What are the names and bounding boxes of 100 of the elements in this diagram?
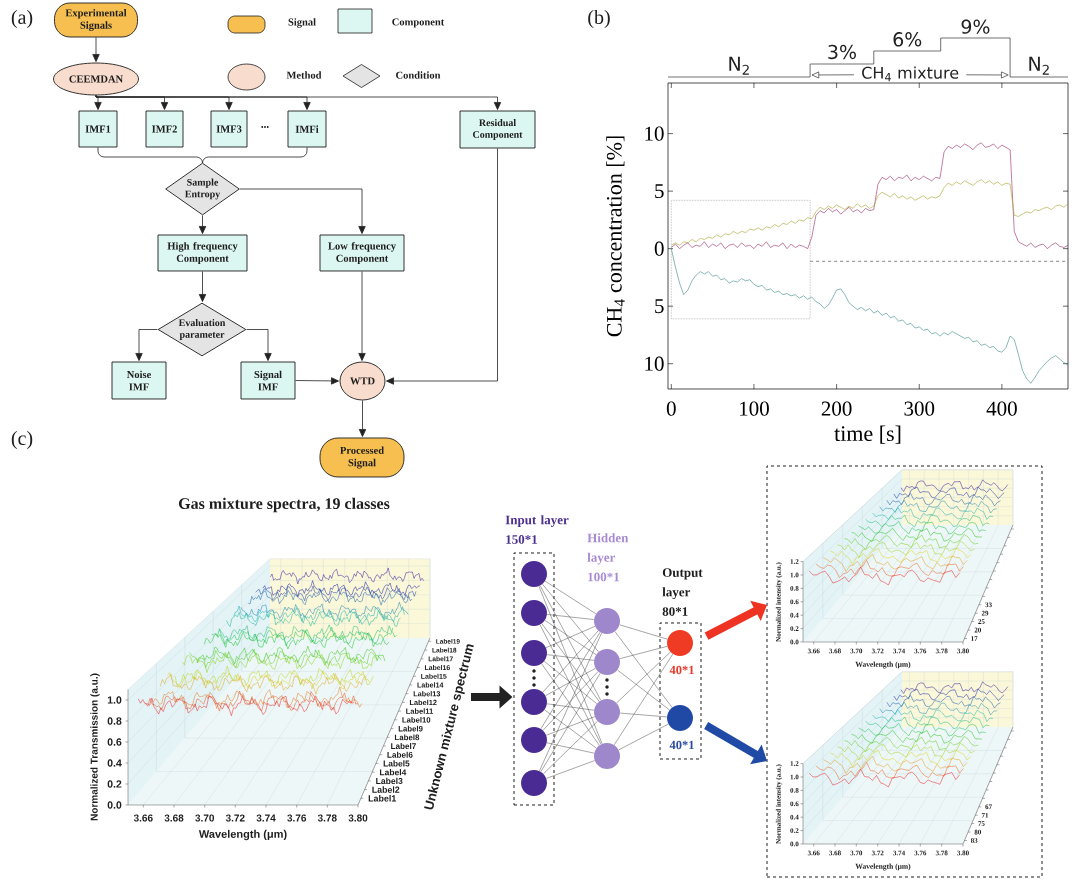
layer-label: Input layer 150*1 [505, 515, 569, 544]
panel-label: (b) [588, 9, 610, 29]
panel-label: (a) [11, 9, 33, 29]
legend-label: Component [392, 18, 445, 28]
tick-label: 0.4 [107, 759, 122, 767]
x-tick-label: 200 [821, 401, 852, 416]
y-axis-title: CH$_{4}$ concentration [%] [606, 136, 625, 337]
arrow [198, 271, 207, 302]
connection-line [619, 712, 668, 718]
terminal-box: Experimental Signals [54, 2, 138, 38]
axis-title: Wavelength (μm) [198, 829, 287, 841]
connection-line [545, 668, 596, 696]
arrow [358, 271, 366, 361]
tick-label: 0.0 [107, 801, 122, 809]
text: N$_{2}$ [729, 56, 749, 75]
arrow [295, 377, 339, 385]
size-label: 40*1 [669, 740, 694, 750]
ellipsis-text: ... [261, 126, 269, 128]
connection-line [542, 671, 599, 731]
legend-label: Method [286, 71, 322, 79]
neuron-circle [594, 608, 620, 634]
neuron-circle [521, 770, 547, 796]
connection-line [542, 630, 599, 693]
connection-line [618, 723, 669, 751]
y-tick-label: 10 [645, 356, 664, 371]
plot-title: Gas mixture spectra, 19 classes [178, 497, 390, 513]
connection-line [619, 646, 668, 659]
connection-line [546, 654, 595, 661]
arrow [358, 400, 367, 437]
process-box: IMF3 [210, 110, 248, 148]
tick-label: 3.70 [195, 814, 215, 822]
tick-label: 0.6 [107, 738, 122, 746]
panel-label: (c) [11, 430, 33, 450]
connection-line [544, 661, 597, 704]
connection-line [544, 709, 597, 749]
size-label: 40*1 [669, 665, 694, 675]
tick-label: 3.74 [256, 814, 276, 822]
process-box: Residual Component [459, 110, 536, 149]
arrow [198, 215, 207, 234]
arrow [246, 329, 272, 361]
legend-label: Signal [288, 18, 316, 28]
neuron-circle [594, 699, 620, 725]
arrow [135, 329, 158, 361]
neuron-circle [521, 640, 547, 666]
y-tick-label: 5 [655, 299, 664, 314]
text: N$_{2}$ [1029, 56, 1049, 75]
connection-line [540, 632, 601, 729]
tick-label: 3.72 [225, 814, 245, 822]
tick-label: 3.78 [317, 814, 337, 822]
terminal-box: Processed Signal [319, 437, 405, 478]
connection-line [546, 703, 595, 711]
process-box: IMF2 [145, 110, 184, 148]
connection-line [544, 580, 597, 615]
connection-line [538, 586, 603, 744]
tick-label: 0.8 [107, 717, 122, 725]
connection-line [542, 583, 599, 653]
connection-line [546, 614, 595, 620]
connection-line [616, 651, 671, 704]
tick-label: 0.2 [107, 780, 122, 788]
x-tick-label: 400 [986, 401, 1017, 416]
tick-label: 3.80 [348, 814, 368, 822]
y-tick-label: 10 [645, 126, 664, 141]
arrow [95, 95, 502, 110]
legend-label: Condition [396, 71, 441, 79]
neuron-circle [521, 600, 547, 626]
text: 3% [828, 44, 856, 60]
neuron-circle [521, 727, 547, 753]
neuron-circle [594, 649, 620, 675]
connection-line [539, 585, 602, 701]
connection-line [540, 673, 601, 772]
x-tick-label: 0 [666, 401, 676, 416]
layer-label: Output layer 80*1 [662, 568, 703, 616]
process-box: IMFi [287, 110, 327, 148]
connection-line [541, 623, 600, 702]
connection-line [539, 624, 602, 745]
connection-line [614, 631, 673, 708]
axis-title: Normalized Transmission (a.u.) [90, 673, 100, 821]
tick-label: 3.68 [164, 814, 184, 822]
process-box: Signal IMF [240, 361, 296, 400]
text: CH$_{4}$ mixture [862, 66, 959, 82]
connection-line [543, 721, 598, 774]
neuron-circle [521, 689, 547, 715]
process-box: IMF1 [78, 110, 118, 148]
tick-label: 3.76 [287, 814, 307, 822]
connection-line [613, 653, 674, 746]
connection-line [539, 632, 602, 772]
connection-line [541, 663, 600, 746]
process-box: High frequency Component [157, 234, 248, 272]
tick-label: 1.0 [107, 696, 122, 704]
x-axis-title: time [s] [834, 425, 901, 444]
y-tick-label: 5 [655, 184, 664, 199]
layer-label: Hidden layer 100*1 [587, 533, 629, 582]
connection-line [619, 624, 668, 640]
x-tick-label: 100 [740, 401, 769, 416]
connection-line [546, 716, 595, 736]
tick-label: 3.66 [133, 814, 153, 822]
text: 6% [893, 32, 922, 47]
connection-line [617, 669, 670, 711]
x-tick-label: 300 [904, 401, 935, 416]
process-box: Low frequency Component [319, 234, 405, 272]
